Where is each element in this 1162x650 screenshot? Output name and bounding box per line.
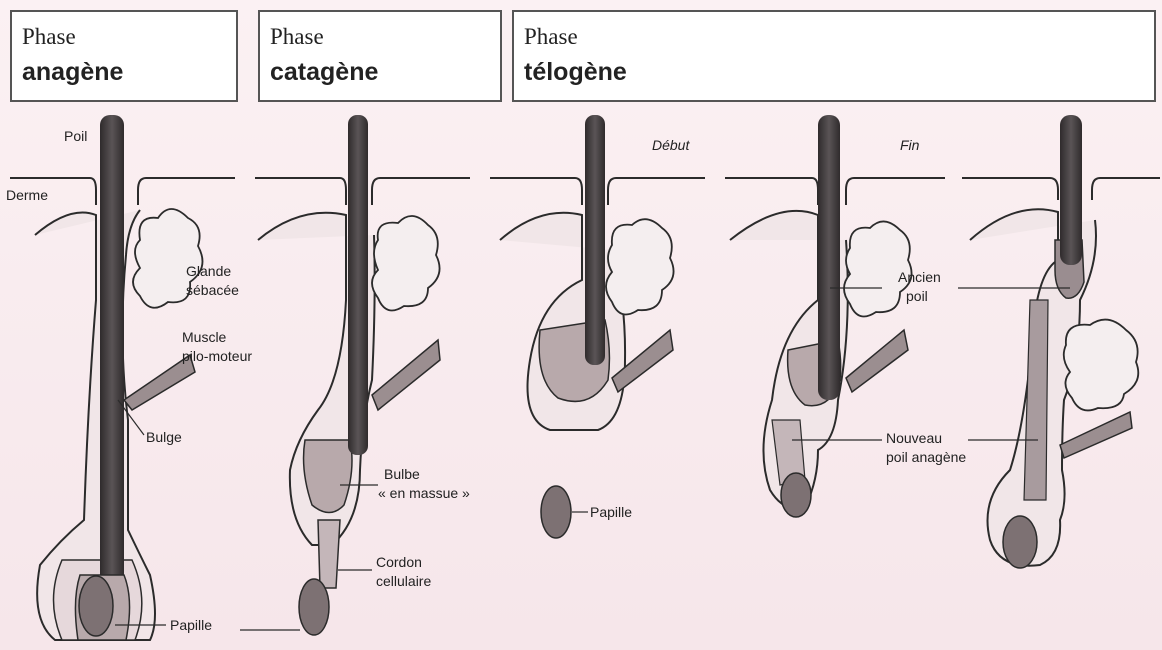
- label-papille-telogene: Papille: [590, 503, 632, 522]
- label-poil: Poil: [64, 127, 87, 146]
- label-bulbe-2: « en massue »: [378, 484, 470, 503]
- papilla: [1003, 516, 1037, 568]
- hair-shaft: [1060, 115, 1082, 265]
- sebaceous-gland: [606, 219, 674, 314]
- label-nouveau-2: poil anagène: [886, 448, 966, 467]
- hair-shaft: [348, 115, 368, 455]
- label-bulbe-1: Bulbe: [384, 465, 420, 484]
- papilla: [781, 473, 811, 517]
- label-fin: Fin: [900, 136, 919, 155]
- label-muscle-2: pilo-moteur: [182, 347, 252, 366]
- muscle-pilo-moteur: [372, 340, 440, 410]
- label-glande-2: sébacée: [186, 281, 239, 300]
- label-cordon-1: Cordon: [376, 553, 422, 572]
- papilla: [79, 576, 113, 636]
- label-ancien-1: Ancien: [898, 268, 941, 287]
- muscle-pilo-moteur: [1060, 412, 1132, 458]
- label-nouveau-1: Nouveau: [886, 429, 942, 448]
- telogene-final-follicle: [958, 115, 1160, 568]
- label-papille-anagene: Papille: [170, 616, 212, 635]
- hair-shaft: [100, 115, 124, 585]
- label-ancien-2: poil: [906, 287, 928, 306]
- muscle-pilo-moteur: [846, 330, 908, 392]
- papilla-detached: [541, 486, 571, 538]
- hair-shaft: [585, 115, 605, 365]
- label-cordon-2: cellulaire: [376, 572, 431, 591]
- hair-shaft: [818, 115, 840, 400]
- label-debut: Début: [652, 136, 689, 155]
- label-bulge: Bulge: [146, 428, 182, 447]
- cordon-cellulaire: [318, 520, 340, 588]
- new-hair-shaft: [1024, 300, 1048, 500]
- label-glande-1: Glande: [186, 262, 231, 281]
- club-bulb: [304, 440, 352, 513]
- label-derme: Derme: [6, 186, 48, 205]
- catagene-follicle: [240, 115, 470, 635]
- label-muscle-1: Muscle: [182, 328, 226, 347]
- telogene-debut-follicle: [490, 115, 705, 538]
- sebaceous-gland: [372, 216, 440, 311]
- sebaceous-gland: [1064, 320, 1139, 411]
- papilla: [299, 579, 329, 635]
